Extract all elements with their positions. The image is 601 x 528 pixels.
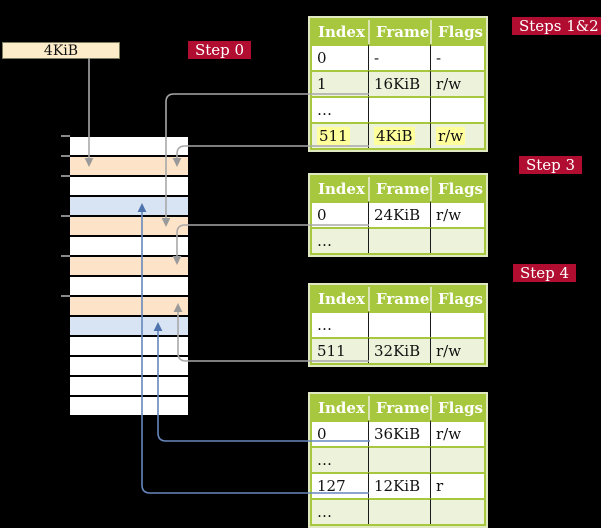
table-header-row: Index Frame Flags — [312, 177, 484, 201]
table-row: … — [312, 446, 484, 472]
cell-value: 24KiB — [374, 206, 421, 224]
memory-row-white — [70, 137, 188, 157]
table-row: 0 36KiB r/w — [312, 420, 484, 446]
column-header: Flags — [430, 20, 484, 44]
memory-tick — [61, 155, 70, 157]
cell-value-highlighted: r/w — [436, 127, 466, 145]
memory-tick — [61, 215, 70, 217]
cell-value: - — [436, 49, 442, 67]
register-label: 4KiB — [43, 43, 79, 59]
memory-row-white — [70, 357, 188, 377]
cell-value: 16KiB — [374, 75, 421, 93]
column-header: Index — [312, 177, 368, 201]
cell-value: 1 — [317, 75, 327, 93]
cell-value: … — [317, 101, 332, 119]
cell-value-highlighted: 511 — [317, 127, 350, 145]
table-row: 1 16KiB r/w — [312, 70, 484, 96]
table-row: 0 - - — [312, 44, 484, 70]
memory-row-white — [70, 397, 188, 417]
memory-row-white — [70, 337, 188, 357]
step-4-label: Step 4 — [513, 264, 577, 282]
cell-value-highlighted: 4KiB — [374, 127, 415, 145]
register-box: 4KiB — [2, 42, 120, 59]
cell-value: 36KiB — [374, 425, 421, 443]
column-header: Frame — [368, 177, 430, 201]
step-0-label: Step 0 — [188, 41, 252, 59]
steps-1-2-label: Steps 1&2 — [512, 17, 601, 35]
table-row: 0 24KiB r/w — [312, 201, 484, 227]
cell-value: … — [317, 503, 332, 521]
column-header: Frame — [368, 20, 430, 44]
memory-row-blue — [70, 197, 188, 217]
cell-value: 12KiB — [374, 477, 421, 495]
memory-row-white — [70, 277, 188, 297]
memory-tick — [61, 135, 70, 137]
table-row: 511 32KiB r/w — [312, 337, 484, 363]
cell-value: - — [374, 49, 380, 67]
column-header: Frame — [368, 396, 430, 420]
cell-value: 0 — [317, 49, 327, 67]
cell-value: 32KiB — [374, 342, 421, 360]
table-header-row: Index Frame Flags — [312, 287, 484, 311]
page-table-final: Index Frame Flags 0 36KiB r/w … 127 12Ki… — [308, 392, 488, 528]
memory-row-blue — [70, 317, 188, 337]
table-row-highlighted: 511 4KiB r/w — [312, 122, 484, 148]
cell-value: … — [317, 451, 332, 469]
cell-value: r/w — [436, 342, 462, 360]
table-row: 127 12KiB r — [312, 472, 484, 498]
cell-value: 0 — [317, 425, 327, 443]
column-header: Flags — [430, 287, 484, 311]
memory-row-peach — [70, 257, 188, 277]
memory-row-peach — [70, 217, 188, 237]
table-row: … — [312, 96, 484, 122]
memory-tick — [61, 255, 70, 257]
page-table-steps-1-2: Index Frame Flags 0 - - 1 16KiB r/w … — [308, 16, 488, 152]
memory-row-white — [70, 377, 188, 397]
cell-value: … — [317, 232, 332, 250]
table-row: … — [312, 498, 484, 524]
memory-stack — [70, 135, 188, 417]
cell-value: … — [317, 316, 332, 334]
cell-value: 0 — [317, 206, 327, 224]
column-header: Index — [312, 287, 368, 311]
cell-value: 127 — [317, 477, 346, 495]
memory-tick — [61, 295, 70, 297]
column-header: Index — [312, 396, 368, 420]
cell-value: r/w — [436, 206, 462, 224]
step-3-label: Step 3 — [519, 156, 583, 174]
column-header: Flags — [430, 177, 484, 201]
table-header-row: Index Frame Flags — [312, 396, 484, 420]
memory-row-white — [70, 237, 188, 257]
table-row: … — [312, 311, 484, 337]
cell-value: 511 — [317, 342, 346, 360]
memory-tick — [61, 175, 70, 177]
table-header-row: Index Frame Flags — [312, 20, 484, 44]
column-header: Index — [312, 20, 368, 44]
page-table-step-3: Index Frame Flags 0 24KiB r/w … — [308, 173, 488, 257]
table-row: … — [312, 227, 484, 253]
memory-row-peach — [70, 297, 188, 317]
cell-value: r — [436, 477, 444, 495]
column-header: Flags — [430, 396, 484, 420]
memory-row-white — [70, 177, 188, 197]
cell-value: r/w — [436, 75, 462, 93]
cell-value: r/w — [436, 425, 462, 443]
page-table-step-4: Index Frame Flags … 511 32KiB r/w — [308, 283, 488, 367]
memory-row-peach — [70, 157, 188, 177]
column-header: Frame — [368, 287, 430, 311]
